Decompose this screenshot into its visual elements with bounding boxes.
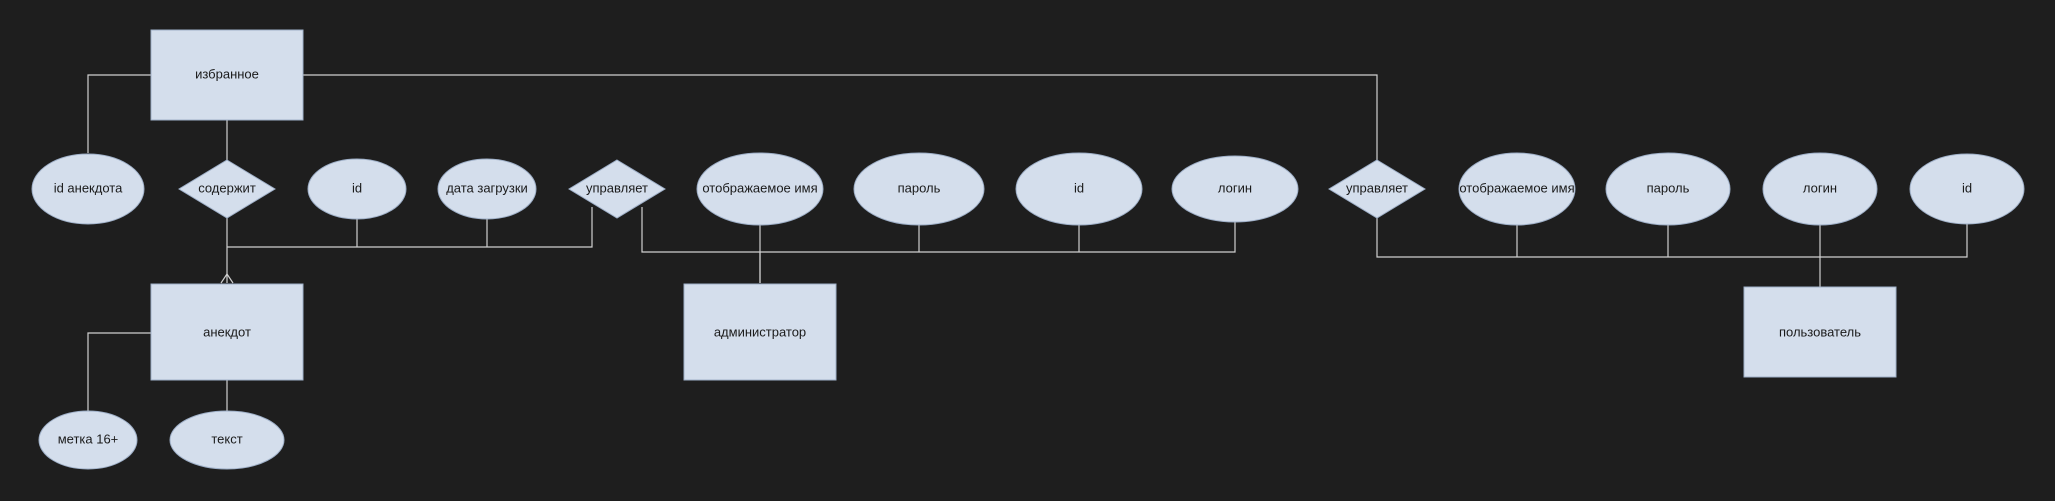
attribute-admin-password-ellipse[interactable] (853, 152, 985, 226)
attribute-admin-password-label: пароль (898, 180, 941, 195)
relationship-contains[interactable]: содержит (178, 159, 276, 219)
attribute-user-login-ellipse[interactable] (1762, 152, 1878, 226)
attribute-user-display-name[interactable]: отображаемое имя (1458, 152, 1576, 226)
connector-joke-age-label (87, 332, 151, 411)
attribute-admin-display-name-label: отображаемое имя (702, 180, 817, 195)
attribute-admin-id-ellipse[interactable] (1015, 152, 1143, 226)
entity-admin[interactable]: администратор (683, 283, 837, 381)
entity-user[interactable]: пользователь (1743, 286, 1897, 378)
attribute-joke-text[interactable]: текст (169, 410, 285, 470)
attribute-admin-password[interactable]: пароль (853, 152, 985, 226)
entity-admin-box[interactable] (683, 283, 837, 381)
attribute-admin-id[interactable]: id (1015, 152, 1143, 226)
attribute-joke-id-label: id (352, 180, 362, 195)
attribute-upload-date-label: дата загрузки (446, 180, 528, 195)
connector-favorites-user-manages (303, 74, 1378, 160)
attribute-user-password[interactable]: пароль (1605, 152, 1731, 226)
attribute-upload-date-ellipse[interactable] (437, 158, 537, 220)
relationship-contains-label: содержит (198, 180, 256, 195)
attribute-user-id[interactable]: id (1909, 153, 2025, 225)
attribute-user-login-label: логин (1803, 180, 1837, 195)
attribute-user-display-name-label: отображаемое имя (1459, 180, 1574, 195)
relationship-user-manages[interactable]: управляет (1328, 159, 1426, 219)
entity-user-box[interactable] (1743, 286, 1897, 378)
attribute-upload-date[interactable]: дата загрузки (437, 158, 537, 220)
relationship-admin-manages[interactable]: управляет (568, 159, 666, 219)
connector-admin-attributes (641, 207, 1236, 253)
connectors (87, 74, 1968, 411)
relationship-contains-diamond[interactable] (178, 159, 276, 219)
connector-joke-attributes (227, 207, 593, 248)
connector-user-attributes (1376, 218, 1968, 258)
attribute-user-id-ellipse[interactable] (1909, 153, 2025, 225)
attribute-user-display-name-ellipse[interactable] (1458, 152, 1576, 226)
attribute-user-password-label: пароль (1647, 180, 1690, 195)
entity-favorites-label: избранное (195, 66, 259, 81)
attribute-joke-text-ellipse[interactable] (169, 410, 285, 470)
attribute-user-password-ellipse[interactable] (1605, 152, 1731, 226)
attribute-admin-login-ellipse[interactable] (1171, 155, 1299, 223)
entity-joke[interactable]: анекдот (150, 283, 304, 381)
attribute-joke-id-ellipse[interactable] (307, 158, 407, 220)
crowfoot-joke (220, 272, 234, 284)
attribute-fav-joke-id-label: id анекдота (54, 180, 123, 195)
attribute-admin-login-label: логин (1218, 180, 1252, 195)
relationship-user-manages-label: управляет (1346, 180, 1408, 195)
attribute-fav-joke-id-ellipse[interactable] (31, 153, 145, 225)
relationship-user-manages-diamond[interactable] (1328, 159, 1426, 219)
attribute-admin-login[interactable]: логин (1171, 155, 1299, 223)
entity-favorites[interactable]: избранное (150, 29, 304, 121)
relationship-admin-manages-label: управляет (586, 180, 648, 195)
entity-admin-label: администратор (714, 324, 806, 339)
attribute-joke-id[interactable]: id (307, 158, 407, 220)
entity-joke-box[interactable] (150, 283, 304, 381)
attribute-age-label-ellipse[interactable] (38, 410, 138, 470)
entity-user-label: пользователь (1779, 324, 1861, 339)
attribute-age-label[interactable]: метка 16+ (38, 410, 138, 470)
attribute-admin-display-name-ellipse[interactable] (696, 152, 824, 226)
attribute-age-label-label: метка 16+ (58, 431, 119, 446)
attribute-user-id-label: id (1962, 180, 1972, 195)
connector-favorites-fav-joke-id (87, 74, 151, 153)
attribute-admin-id-label: id (1074, 180, 1084, 195)
attribute-joke-text-label: текст (211, 431, 242, 446)
attribute-user-login[interactable]: логин (1762, 152, 1878, 226)
attribute-admin-display-name[interactable]: отображаемое имя (696, 152, 824, 226)
entity-joke-label: анекдот (203, 324, 251, 339)
relationship-admin-manages-diamond[interactable] (568, 159, 666, 219)
attribute-fav-joke-id[interactable]: id анекдота (31, 153, 145, 225)
entity-favorites-box[interactable] (150, 29, 304, 121)
